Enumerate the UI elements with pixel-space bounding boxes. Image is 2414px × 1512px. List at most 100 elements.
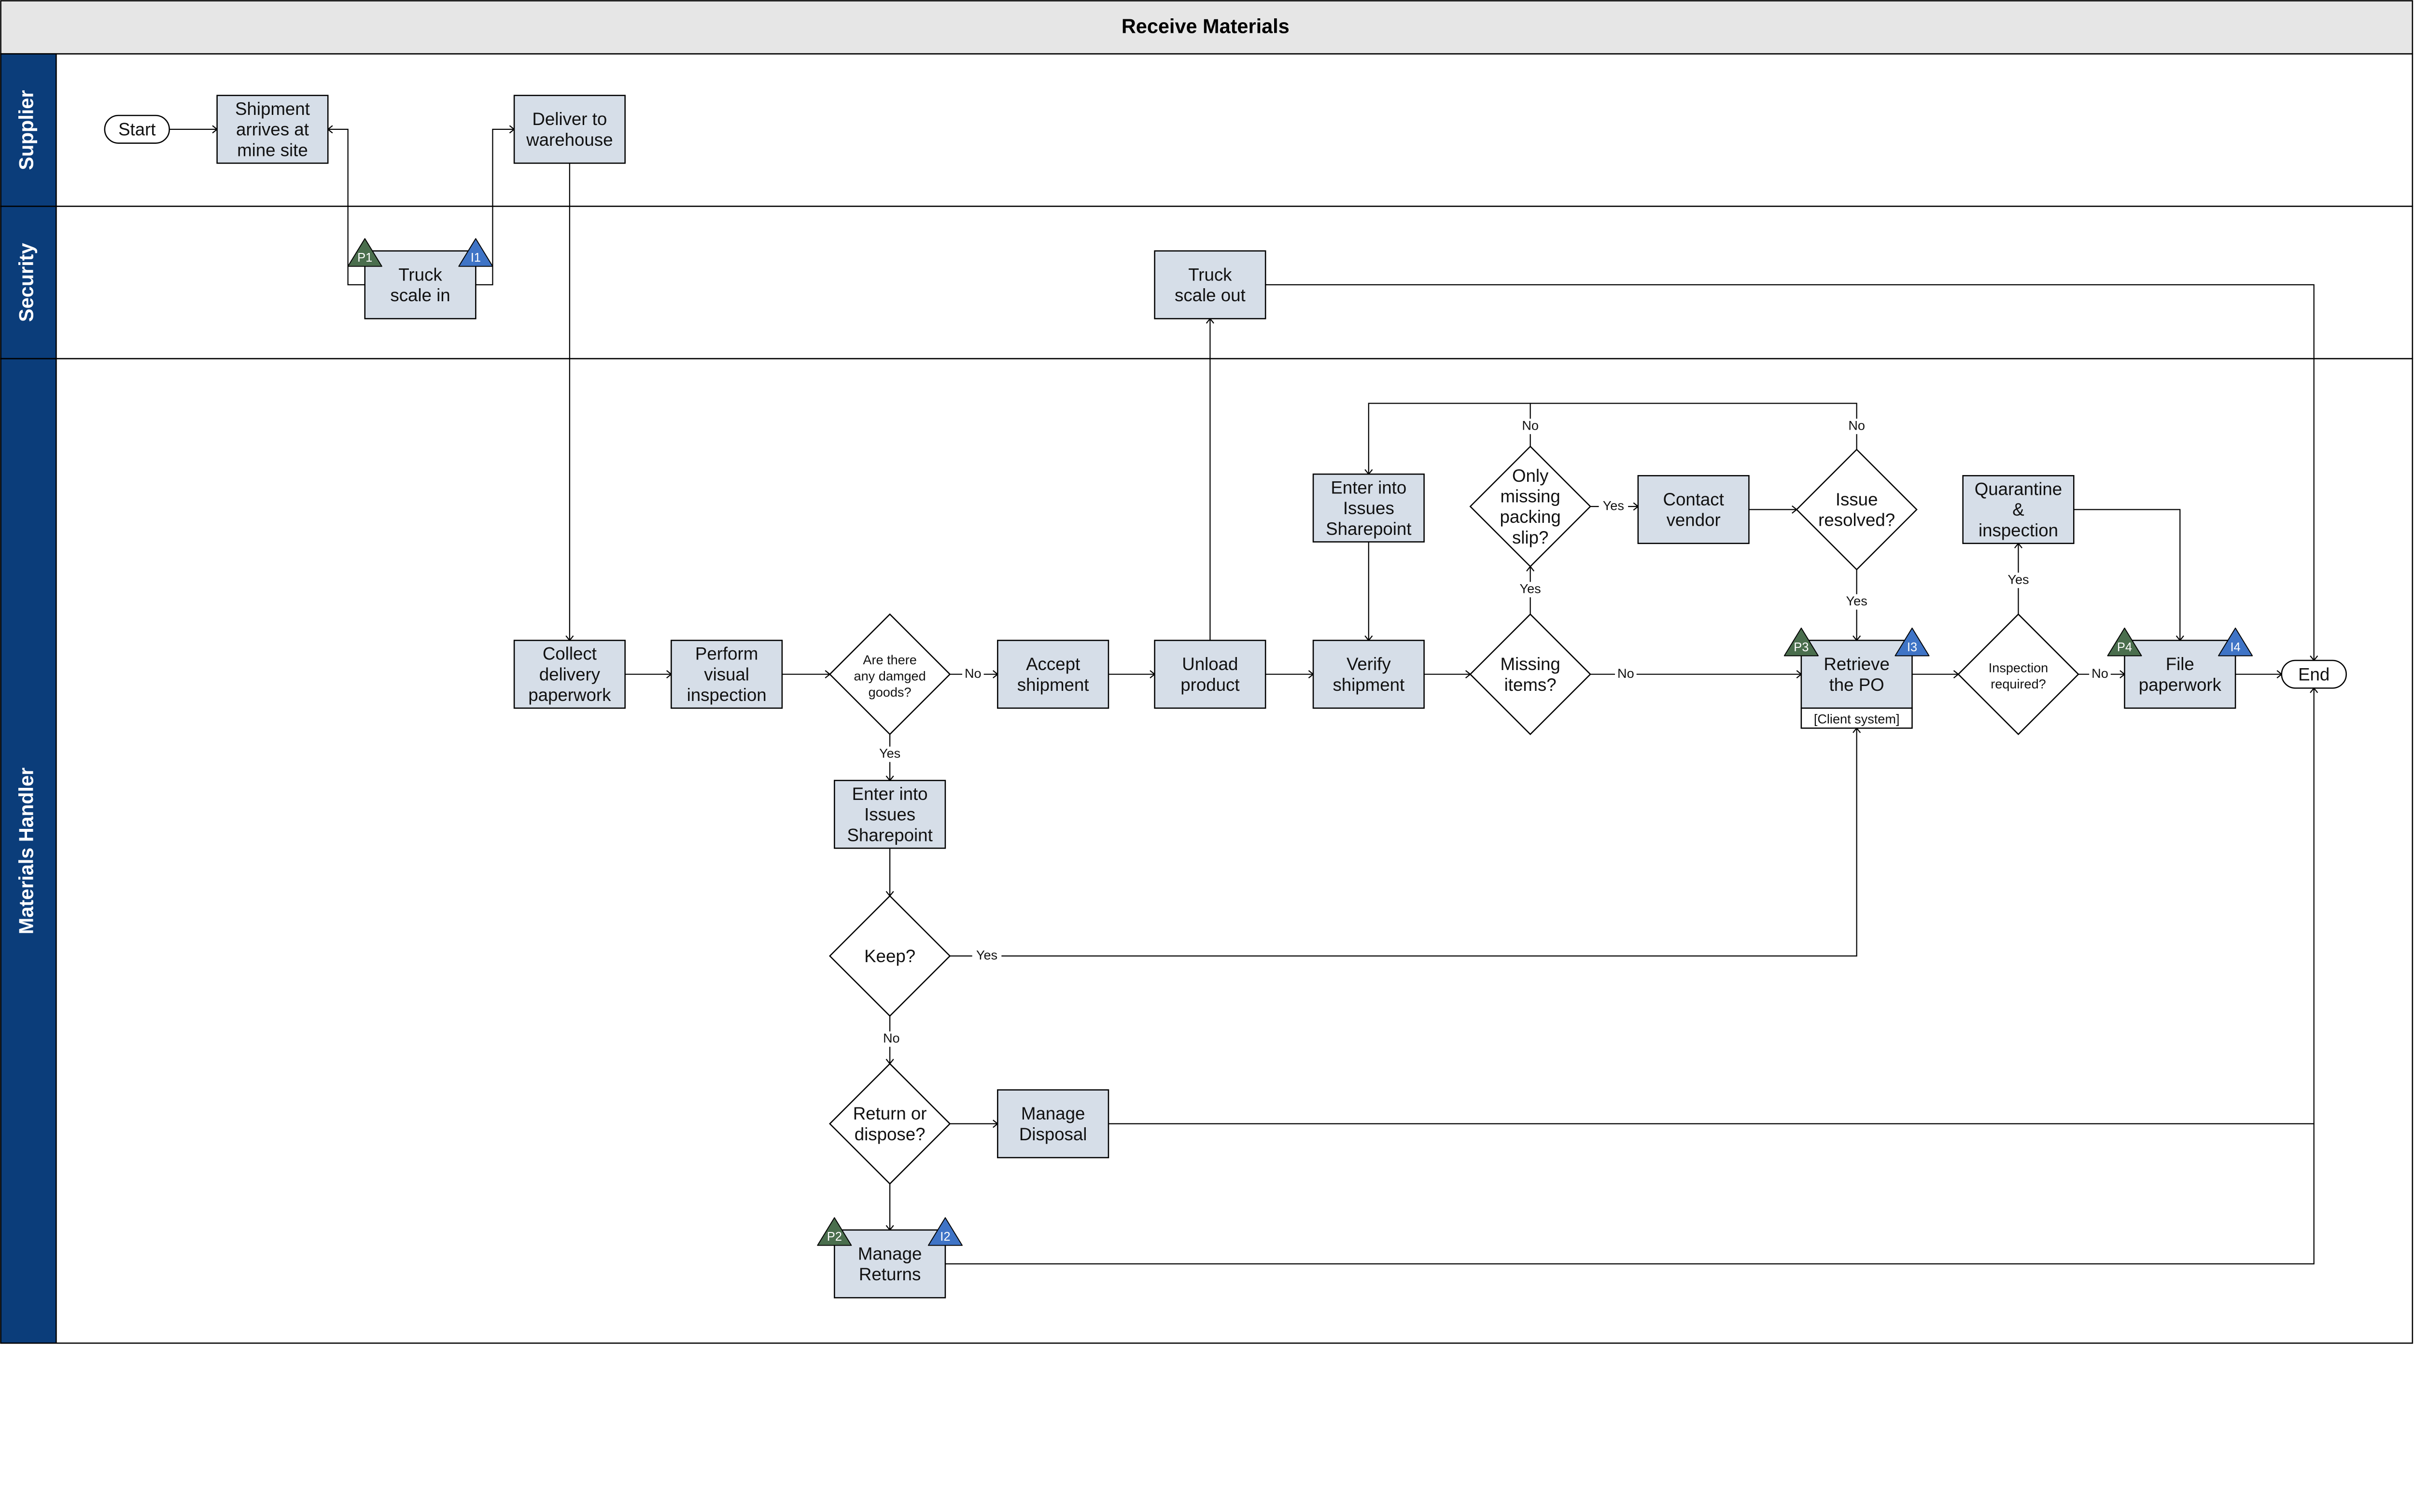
connector-label: No xyxy=(1522,418,1539,433)
node-text: Perform xyxy=(695,644,758,664)
node-text: paperwork xyxy=(2139,675,2222,695)
connector-missing-to-retrieve: No xyxy=(1590,666,1802,682)
node-text: required? xyxy=(1991,676,2046,691)
node-text: packing xyxy=(1500,507,1560,527)
node-text: Returns xyxy=(859,1264,921,1284)
node-text: Accept xyxy=(1026,654,1080,674)
label-bg xyxy=(2089,666,2111,682)
node-text: Unload xyxy=(1182,654,1238,674)
badge-label: I4 xyxy=(2230,641,2240,654)
node-text: warehouse xyxy=(526,130,613,150)
decision-diamond xyxy=(1796,448,1918,571)
node-text: Inspection xyxy=(1989,660,2049,675)
task-box xyxy=(997,640,1109,709)
node-text: mine site xyxy=(237,140,308,160)
task-box xyxy=(364,250,477,320)
node-text: product xyxy=(1180,675,1239,695)
node-text: any damged xyxy=(854,668,926,683)
label-bg xyxy=(1516,582,1545,598)
connector-label: No xyxy=(1848,418,1865,433)
node-quarantine[interactable]: Quarantine&inspection xyxy=(1962,475,2075,544)
node-text: shipment xyxy=(1017,675,1089,695)
lane-header-materials xyxy=(0,358,57,1344)
node-text: arrives at xyxy=(236,120,309,140)
task-box xyxy=(216,95,329,164)
connector-resolved-to-issues1: No xyxy=(1530,403,1867,450)
node-text: Are there xyxy=(863,652,916,667)
node-text: Collect xyxy=(543,644,597,664)
node-text: Truck xyxy=(398,265,442,284)
node-end[interactable]: End xyxy=(2281,659,2347,689)
label-bg xyxy=(1842,594,1871,610)
connector-keep-to-retrieve: Yes xyxy=(950,727,1861,964)
badge-label: I2 xyxy=(940,1230,950,1244)
connector-label: Yes xyxy=(879,746,900,761)
node-keep[interactable]: Keep? xyxy=(828,895,951,1017)
connector-resolved-to-retrieve: Yes xyxy=(1842,569,1871,642)
connector-label: No xyxy=(1617,666,1634,681)
label-bg xyxy=(1846,419,1867,434)
connector-label: Yes xyxy=(1520,581,1541,596)
node-text: missing xyxy=(1501,486,1560,506)
node-text: scale in xyxy=(390,285,450,305)
node-text: File xyxy=(2166,654,2194,674)
label-bg xyxy=(880,1031,902,1047)
task-box xyxy=(997,1089,1109,1159)
connector-inspreq-to-file: No xyxy=(2078,666,2126,682)
label-bg xyxy=(875,746,905,762)
badge-label: P1 xyxy=(357,251,372,265)
node-text: Only xyxy=(1512,466,1549,486)
node-text: delivery xyxy=(539,664,601,684)
node-text: scale out xyxy=(1175,285,1246,305)
label-bg xyxy=(1599,499,1628,515)
node-text: Issue xyxy=(1836,490,1878,509)
node-text: Truck xyxy=(1188,265,1232,284)
node-text: Quarantine xyxy=(1975,479,2062,499)
label-bg xyxy=(972,948,1002,964)
info-badge-i2: I2 xyxy=(927,1217,963,1246)
node-start[interactable]: Start xyxy=(104,114,170,144)
connector-keep-to-returnq: No xyxy=(880,1016,902,1065)
badge-label: P2 xyxy=(827,1230,842,1244)
node-text: Missing xyxy=(1501,654,1560,674)
label-bg xyxy=(1615,666,1637,682)
node-text: Start xyxy=(118,120,155,140)
connector-label: Yes xyxy=(1603,498,1624,513)
label-bg xyxy=(1519,419,1541,434)
lane-header-supplier xyxy=(0,53,57,207)
task-box xyxy=(834,1229,946,1299)
badge-label: I1 xyxy=(471,251,481,265)
info-badge-i1: I1 xyxy=(458,238,493,267)
node-text: goods? xyxy=(869,685,912,700)
node-text: & xyxy=(2012,500,2024,519)
terminal-shape xyxy=(104,114,170,144)
node-text: dispose? xyxy=(855,1124,926,1144)
task-box xyxy=(1154,250,1266,320)
task-box xyxy=(2124,640,2236,709)
label-bg xyxy=(2004,573,2033,588)
